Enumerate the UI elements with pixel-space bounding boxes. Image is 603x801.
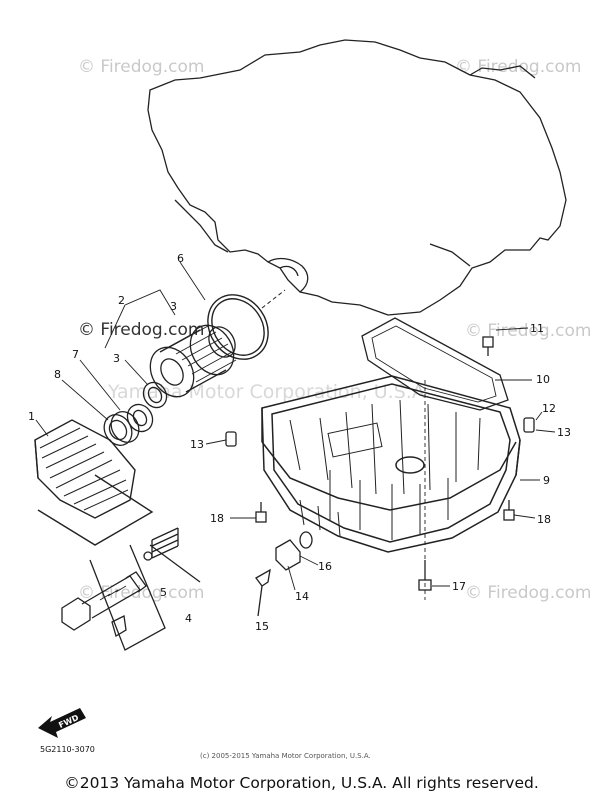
callout-10: 10 (536, 373, 550, 386)
diagram-code: 5G2110-3070 (40, 745, 95, 754)
callout-11: 11 (530, 322, 544, 335)
dowel-part-12 (523, 417, 535, 433)
callout-8: 8 (54, 368, 61, 381)
callout-7: 7 (72, 348, 79, 361)
oil-filter-cover (34, 419, 154, 546)
drain-bolt-parts-14-16 (255, 531, 313, 617)
callout-12: 12 (542, 402, 556, 415)
callout-9: 9 (543, 474, 550, 487)
leader-lines (35, 261, 556, 591)
bolt-part-17 (418, 560, 432, 591)
watermark: © Firedog.com (465, 583, 591, 603)
callout-4: 4 (185, 612, 192, 625)
bolt-part-11 (482, 336, 494, 356)
callout-1: 1 (28, 410, 35, 423)
callout-18: 18 (210, 512, 224, 525)
gasket-part-10 (361, 317, 509, 600)
callout-5: 5 (160, 586, 167, 599)
callout-13: 13 (557, 426, 571, 439)
copyright-footer: ©2013 Yamaha Motor Corporation, U.S.A. A… (64, 774, 539, 792)
fwd-label: FWD (57, 713, 80, 730)
o-ring-part-6 (207, 289, 286, 360)
spring-part-5 (143, 527, 201, 583)
crankcase-outline (147, 39, 567, 316)
watermark: © Firedog.com (78, 320, 204, 340)
callout-6: 6 (177, 252, 184, 265)
watermark: © Firedog.com (78, 583, 204, 603)
bolt-part-18 (255, 500, 515, 523)
callout-17: 17 (452, 580, 466, 593)
dowel-part-13 (225, 431, 237, 447)
bolt-part-4 (61, 544, 166, 651)
callout-14: 14 (295, 590, 309, 603)
watermark: © Firedog.com (465, 321, 591, 341)
oil-filter-element (142, 324, 237, 409)
ring-parts-7-8 (103, 403, 154, 446)
callout-3: 3 (113, 352, 120, 365)
callout-16: 16 (318, 560, 332, 573)
callout-13: 13 (190, 438, 204, 451)
fwd-arrow-icon: FWD (38, 708, 86, 738)
small-copyright: (c) 2005-2015 Yamaha Motor Corporation, … (200, 752, 371, 760)
oil-pan-part-9 (261, 375, 521, 553)
callout-3: 3 (170, 300, 177, 313)
callout-15: 15 (255, 620, 269, 633)
callout-18: 18 (537, 513, 551, 526)
callout-2: 2 (118, 294, 125, 307)
watermark: © Firedog.com (78, 57, 204, 77)
